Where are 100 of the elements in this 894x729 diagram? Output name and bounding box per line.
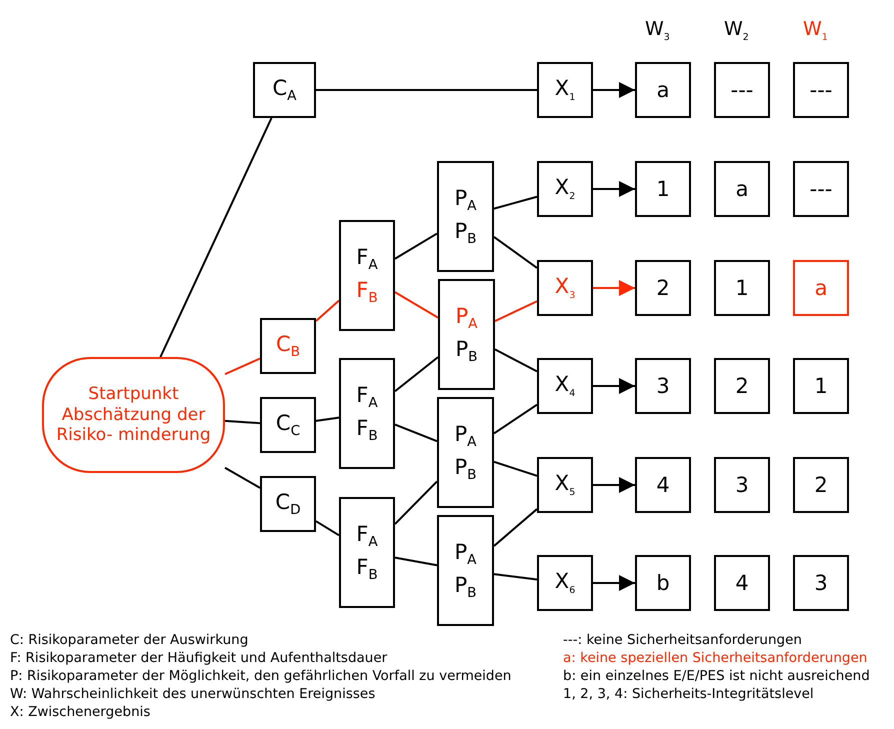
connector-line	[224, 358, 260, 376]
result-box	[635, 62, 691, 118]
result-box	[714, 358, 770, 414]
legend-text: P: Risikoparameter der Möglichkeit, den gefährlichen Vorfall zu vermeiden	[10, 668, 512, 684]
legend-text: a: keine speziellen Sicherheitsanforderungen	[563, 650, 868, 666]
arrow	[593, 82, 635, 98]
result-box	[793, 555, 849, 611]
intermediate-result-box	[537, 457, 593, 513]
connector-line	[494, 460, 538, 477]
legend-text: b: ein einzelnes E/E/PES ist nicht ausreichend	[563, 668, 870, 684]
parameter-box	[339, 497, 395, 608]
result-box	[714, 260, 770, 316]
connector-line	[493, 508, 538, 547]
intermediate-result-box	[537, 358, 593, 414]
result-label: ---	[810, 177, 832, 201]
intermediate-result-box	[537, 161, 593, 217]
result-box	[793, 457, 849, 513]
result-label: 1	[656, 177, 670, 201]
parameter-label: P$_{A}$	[454, 422, 476, 450]
parameter-box	[260, 476, 316, 532]
result-label: a	[736, 177, 748, 201]
parameter-label: P$_{B}$	[454, 218, 477, 247]
parameter-box	[253, 62, 316, 118]
parameter-label: C$_{B}$	[276, 332, 300, 360]
result-box	[714, 457, 770, 513]
connector-line	[315, 520, 340, 536]
parameter-box	[437, 397, 494, 508]
parameter-label: F$_{B}$	[356, 278, 378, 306]
connector-line	[224, 466, 260, 489]
intermediate-result-label: X$_{2}$	[554, 175, 576, 203]
result-box	[635, 260, 691, 316]
intermediate-result-box	[537, 555, 593, 611]
result-label: 3	[814, 571, 828, 595]
legend-text: 1, 2, 3, 4: Sicherheits-Integritätslevel	[563, 686, 814, 702]
result-label: 3	[735, 473, 749, 497]
column-heading: W$_{2}$	[724, 18, 749, 43]
intermediate-result-label: X$_{4}$	[554, 372, 576, 400]
connector-line	[494, 573, 538, 580]
intermediate-result-box	[537, 62, 593, 118]
result-box	[793, 62, 849, 118]
parameter-label: P$_{A}$	[454, 540, 476, 568]
result-label: 4	[656, 473, 670, 497]
legend-text: X: Zwischenergebnis	[10, 704, 150, 720]
intermediate-result-label: X$_{5}$	[554, 471, 576, 499]
parameter-label: F$_{B}$	[356, 416, 378, 444]
parameter-box	[260, 318, 316, 374]
parameter-label: P$_{B}$	[454, 572, 477, 601]
legend-text: W: Wahrscheinlichkeit des unerwünschten Ereignisses	[10, 686, 376, 702]
result-box	[793, 161, 849, 217]
connector-line	[394, 232, 438, 260]
arrow	[593, 575, 635, 591]
arrow	[593, 378, 635, 394]
start-node	[42, 357, 225, 473]
parameter-label: P$_{B}$	[454, 454, 477, 483]
legend-text: ---: keine Sicherheitsanforderungen	[563, 632, 802, 648]
connector-line	[394, 291, 438, 318]
legend-text: C: Risikoparameter der Auswirkung	[10, 632, 248, 648]
intermediate-result-label: X$_{3}$	[554, 274, 576, 302]
connector-line	[315, 300, 340, 322]
result-label: 1	[814, 374, 828, 398]
connector-line	[394, 424, 438, 442]
result-box	[714, 555, 770, 611]
parameter-label: P$_{A}$	[455, 304, 478, 332]
legend-text: F: Risikoparameter der Häufigkeit und Aufenthaltsdauer	[10, 650, 388, 666]
result-box	[714, 62, 770, 118]
result-box	[714, 161, 770, 217]
result-label: a	[656, 78, 670, 102]
column-heading: W$_{3}$	[645, 18, 670, 43]
arrow	[593, 477, 635, 493]
result-box	[635, 555, 691, 611]
parameter-label: C$_{A}$	[272, 76, 296, 104]
connector-line	[394, 480, 438, 525]
parameter-label: F$_{A}$	[356, 522, 378, 550]
result-label: 2	[656, 276, 670, 300]
arrow	[593, 181, 635, 197]
parameter-label: C$_{C}$	[276, 410, 300, 440]
parameter-label: P$_{A}$	[454, 186, 476, 214]
parameter-label: P$_{B}$	[455, 336, 478, 365]
result-box	[793, 358, 849, 414]
connector-line	[494, 300, 538, 322]
result-label: 1	[735, 276, 749, 300]
arrow	[593, 280, 635, 296]
parameter-label: F$_{A}$	[356, 245, 378, 274]
connector-line	[394, 356, 439, 392]
result-label: ---	[810, 78, 832, 102]
connector-line	[316, 89, 537, 91]
connector-line	[493, 236, 538, 269]
connector-line	[316, 416, 340, 422]
connector-line	[494, 348, 538, 372]
parameter-box	[437, 161, 494, 272]
parameter-box	[438, 279, 495, 390]
parameter-box	[260, 397, 316, 453]
parameter-label: F$_{B}$	[356, 554, 378, 583]
result-box	[635, 358, 691, 414]
connector-line	[224, 420, 260, 424]
connector-line	[494, 196, 538, 210]
parameter-box	[339, 358, 395, 469]
connector-line	[394, 556, 438, 566]
start-label: Startpunkt Abschätzung der Risiko- minderung	[55, 384, 212, 446]
connector-line	[493, 404, 538, 434]
